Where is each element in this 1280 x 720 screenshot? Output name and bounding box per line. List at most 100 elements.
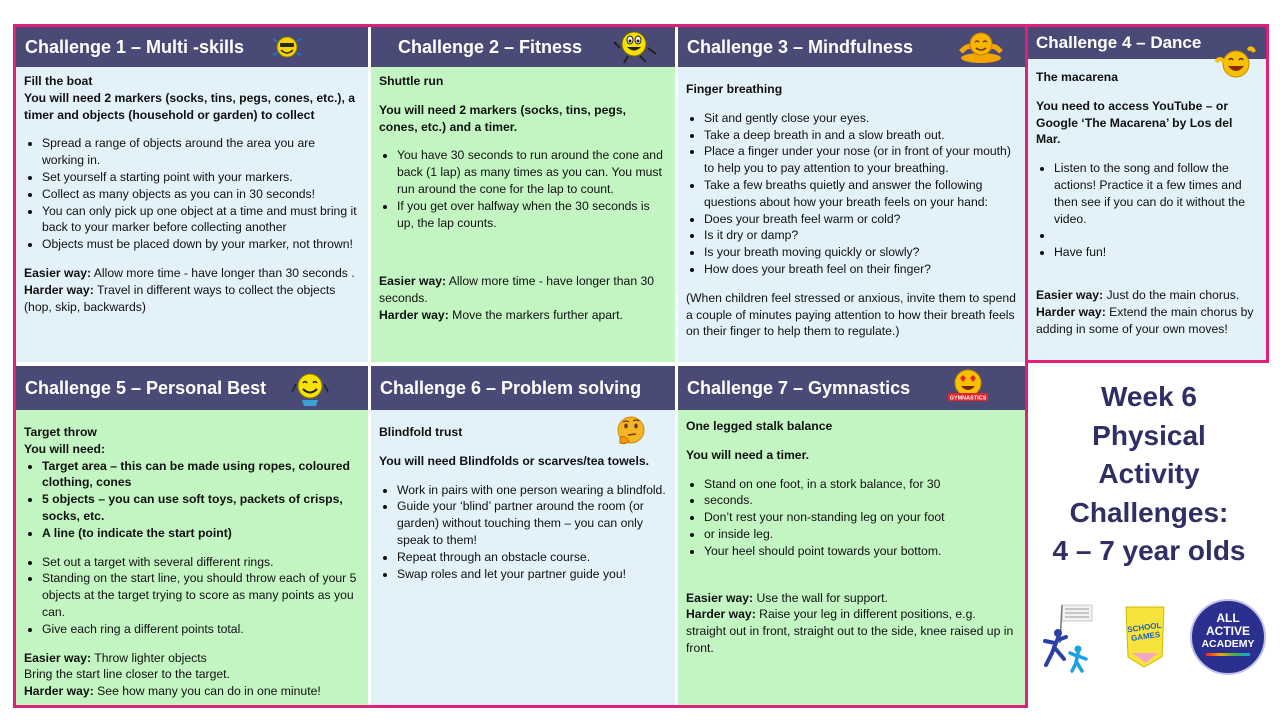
gymnastics-badge-text: GYMNASTICS	[950, 396, 987, 402]
list-item	[1054, 227, 1258, 244]
list-item: Don’t rest your non-standing leg on your…	[704, 509, 1017, 526]
challenge-2-subtitle: Shuttle run	[379, 74, 444, 88]
list-item: Work in pairs with one person wearing a …	[397, 482, 667, 499]
smiley-sun-icon	[272, 36, 302, 58]
list-item: Give each ring a different points total.	[42, 621, 360, 638]
list-item: Take a few breaths quietly and answer th…	[704, 177, 1017, 211]
challenge-5-easier-extra: Bring the start line closer to the targe…	[24, 667, 230, 682]
list-item: Take a deep breath in and a slow breath …	[704, 127, 1017, 144]
challenge-7-needs: You will need a timer.	[686, 447, 810, 462]
challenge-6-header: Challenge 6 – Problem solving	[371, 366, 675, 410]
title-line: 4 – 7 year olds	[1052, 535, 1246, 566]
challenge-4-subtitle: The macarena	[1036, 70, 1118, 84]
academy-line-3: ACADEMY	[1201, 638, 1255, 650]
title-line: Physical	[1092, 419, 1206, 451]
list-item: How does your breath feel on their finge…	[704, 261, 1017, 278]
challenge-1-subtitle: Fill the boat	[24, 74, 93, 88]
list-item: You have 30 seconds to run around the co…	[397, 147, 667, 197]
challenge-6-steps: Work in pairs with one person wearing a …	[379, 482, 667, 583]
all-active-academy-logo: ALL ACTIVE ACADEMY	[1190, 599, 1266, 675]
meditating-smiley-icon	[959, 32, 1003, 63]
list-item: Have fun!	[1054, 244, 1258, 261]
list-item: Set yourself a starting point with your …	[42, 169, 360, 186]
list-item: seconds.	[704, 492, 1017, 509]
title-line: Week 6	[1101, 381, 1197, 412]
list-item: If you get over halfway when the 30 seco…	[397, 198, 667, 232]
challenge-3-card: Challenge 3 – Mindfulness Finger breathi…	[678, 27, 1025, 362]
list-item: Standing on the start line, you should t…	[42, 570, 360, 620]
challenge-6-subtitle: Blindfold trust	[379, 425, 463, 439]
list-item: Repeat through an obstacle course.	[397, 549, 667, 566]
challenge-2-needs: You will need 2 markers (socks, tins, pe…	[379, 102, 626, 134]
list-item: 5 objects – you can use soft toys, packe…	[42, 491, 360, 525]
challenge-3-steps: Sit and gently close your eyes. Take a d…	[686, 110, 1017, 278]
list-item: Swap roles and let your partner guide yo…	[397, 566, 667, 583]
school-games-badge-icon	[1125, 606, 1165, 668]
challenge-2-card: Challenge 2 – Fitness Shuttle run You wi…	[371, 27, 675, 362]
challenge-6-needs: You will need Blindfolds or scarves/tea …	[379, 453, 649, 468]
list-item: or inside leg.	[704, 526, 1017, 543]
challenge-5-needs: You will need:	[24, 441, 106, 456]
challenge-4-needs: You need to access YouTube – or Google ‘…	[1036, 98, 1233, 147]
challenge-5-harder: Harder way: See how many you can do in o…	[24, 684, 321, 699]
active-kids-logo	[1043, 604, 1093, 673]
challenge-7-subtitle: One legged stalk balance	[686, 419, 833, 433]
list-item: Guide your ‘blind’ partner around the ro…	[397, 498, 667, 548]
challenge-3-note: (When children feel stressed or anxious,…	[686, 290, 1016, 339]
list-item: Spread a range of objects around the are…	[42, 135, 360, 169]
challenge-4-harder: Harder way: Extend the main chorus by ad…	[1036, 304, 1254, 336]
list-item: Objects must be placed down by your mark…	[42, 236, 360, 253]
challenge-7-harder: Harder way: Raise your leg in different …	[686, 607, 1014, 655]
dance-frame	[1025, 24, 1269, 363]
svg-text:♪: ♪	[1245, 43, 1249, 51]
list-item: Does your breath feel warm or cold?	[704, 211, 1017, 228]
challenge-7-easier: Easier way: Use the wall for support.	[686, 590, 888, 605]
dancing-smiley-icon: ♪	[1214, 43, 1256, 78]
challenge-1-easier: Easier way: Allow more time - have longe…	[24, 265, 355, 280]
running-smiley-icon	[613, 31, 657, 64]
challenge-5-card: Challenge 5 – Personal Best Target throw…	[16, 366, 368, 705]
list-item: You can only pick up one object at a tim…	[42, 203, 360, 237]
challenge-1-header: Challenge 1 – Multi -skills	[16, 27, 368, 67]
challenge-6-card: Challenge 6 – Problem solving Blindfold …	[371, 366, 675, 705]
list-item: Is your breath moving quickly or slowly?	[704, 244, 1017, 261]
list-item: Sit and gently close your eyes.	[704, 110, 1017, 127]
list-item: Listen to the song and follow the action…	[1054, 160, 1258, 227]
challenge-1-needs: You will need 2 markers (socks, tins, pe…	[24, 90, 355, 122]
academy-line-2: ACTIVE	[1205, 624, 1250, 638]
challenge-5-needs-list: Target area – this can be made using rop…	[24, 458, 360, 542]
list-item: Set out a target with several different …	[42, 554, 360, 571]
trophy-smiley-icon	[291, 373, 329, 406]
challenge-2-harder: Harder way: Move the markers further apa…	[379, 307, 623, 322]
challenge-5-steps: Set out a target with several different …	[24, 554, 360, 638]
main-frame	[13, 24, 1028, 708]
challenge-4-steps: Listen to the song and follow the action…	[1036, 160, 1258, 261]
challenge-3-subtitle: Finger breathing	[686, 82, 783, 96]
challenge-1-harder: Harder way: Travel in different ways to …	[24, 282, 336, 314]
challenge-1-steps: Spread a range of objects around the are…	[24, 135, 360, 253]
challenge-5-subtitle: Target throw	[24, 425, 97, 439]
academy-stripe	[1206, 653, 1250, 656]
list-item: Stand on one foot, in a stork balance, f…	[704, 476, 1017, 493]
heart-eyes-smiley-icon: GYMNASTICS	[948, 369, 988, 402]
challenge-7-card: Challenge 7 – Gymnastics One legged stal…	[678, 366, 1025, 705]
challenge-2-easier: Easier way: Allow more time - have longe…	[379, 274, 655, 306]
list-item: Collect as many objects as you can in 30…	[42, 186, 360, 203]
challenge-2-steps: You have 30 seconds to run around the co…	[379, 147, 667, 231]
page-title: Week 6 Physical Activity Challenges: 4 –…	[1030, 378, 1268, 571]
challenge-7-steps: Stand on one foot, in a stork balance, f…	[686, 476, 1017, 560]
challenge-5-easier: Easier way: Throw lighter objects	[24, 650, 207, 665]
challenge-4-header: Challenge 4 – Dance	[1028, 27, 1266, 59]
title-line: Activity	[1098, 458, 1200, 489]
challenge-1-card: Challenge 1 – Multi -skills Fill the boa…	[16, 27, 368, 362]
list-item: Place a finger under your nose (or in fr…	[704, 143, 1017, 177]
challenge-4-easier: Easier way: Just do the main chorus.	[1036, 287, 1240, 302]
list-item: Target area – this can be made using rop…	[42, 458, 360, 492]
thinking-face-icon	[617, 416, 645, 445]
school-games-logo: SCHOOL GAMES	[1122, 605, 1168, 669]
challenge-4-card: Challenge 4 – Dance The macarena You nee…	[1028, 27, 1266, 360]
list-item: Is it dry or damp?	[704, 227, 1017, 244]
list-item: A line (to indicate the start point)	[42, 525, 360, 542]
title-line: Challenges:	[1069, 496, 1229, 528]
list-item: Your heel should point towards your bott…	[704, 543, 1017, 560]
